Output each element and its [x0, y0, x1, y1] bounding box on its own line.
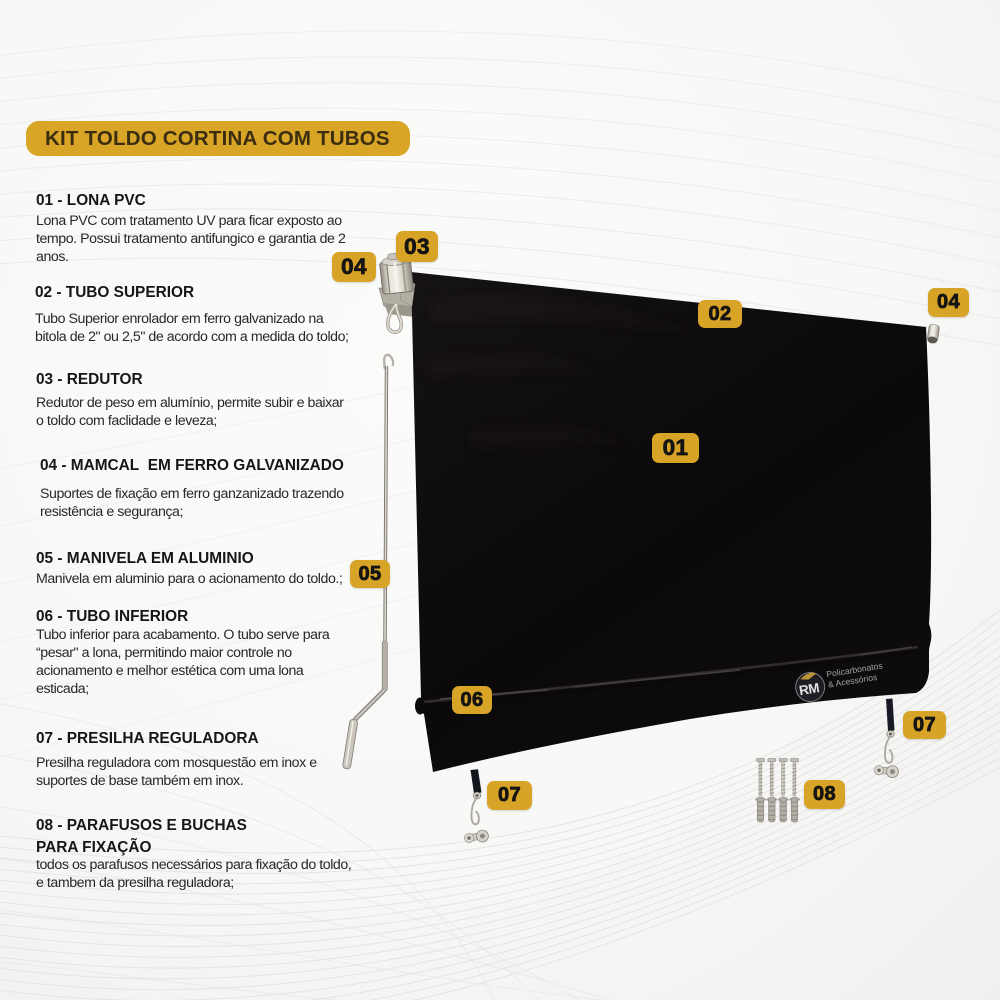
svg-text:RM: RM — [798, 680, 820, 698]
